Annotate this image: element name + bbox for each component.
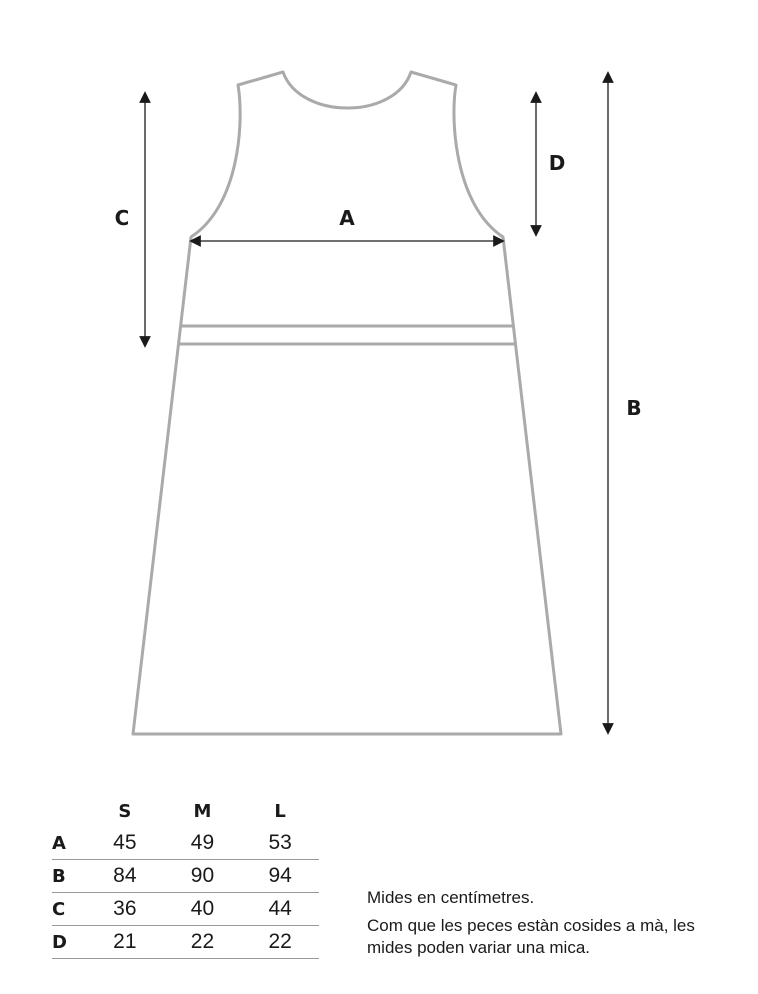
cell: 21 <box>113 930 137 953</box>
cell: 22 <box>268 930 292 953</box>
cell: 94 <box>268 864 292 887</box>
size-table: S M L A 45 49 53 B 84 90 94 C 36 40 <box>52 795 319 959</box>
header-l: L <box>274 800 286 822</box>
header-m: M <box>193 800 212 822</box>
cell: 22 <box>190 930 215 953</box>
label-d: D <box>548 151 566 175</box>
row-key: A <box>52 832 66 854</box>
label-c: C <box>114 206 130 230</box>
label-b: B <box>626 396 642 420</box>
cell: 36 <box>113 897 137 920</box>
row-key: B <box>52 865 66 887</box>
cell: 53 <box>268 831 292 854</box>
units-note: Mides en centímetres. <box>367 888 535 907</box>
row-key: C <box>52 898 66 920</box>
cell: 44 <box>268 897 292 920</box>
table-row: A 45 49 53 <box>52 827 319 860</box>
table-row: D 21 22 22 <box>52 926 319 959</box>
row-key: D <box>52 931 67 953</box>
cell: 49 <box>190 831 215 854</box>
header-blank <box>52 795 86 827</box>
header-s: S <box>118 800 132 822</box>
dress-outline <box>131 70 563 736</box>
cell: 90 <box>190 864 215 887</box>
disclaimer-note: Com que les peces estàn cosides a mà, le… <box>367 916 695 957</box>
cell: 84 <box>113 864 137 887</box>
label-a: A <box>339 206 355 230</box>
cell: 40 <box>190 897 215 920</box>
table-row: C 36 40 44 <box>52 893 319 926</box>
table-row: B 84 90 94 <box>52 860 319 893</box>
cell: 45 <box>113 831 137 854</box>
